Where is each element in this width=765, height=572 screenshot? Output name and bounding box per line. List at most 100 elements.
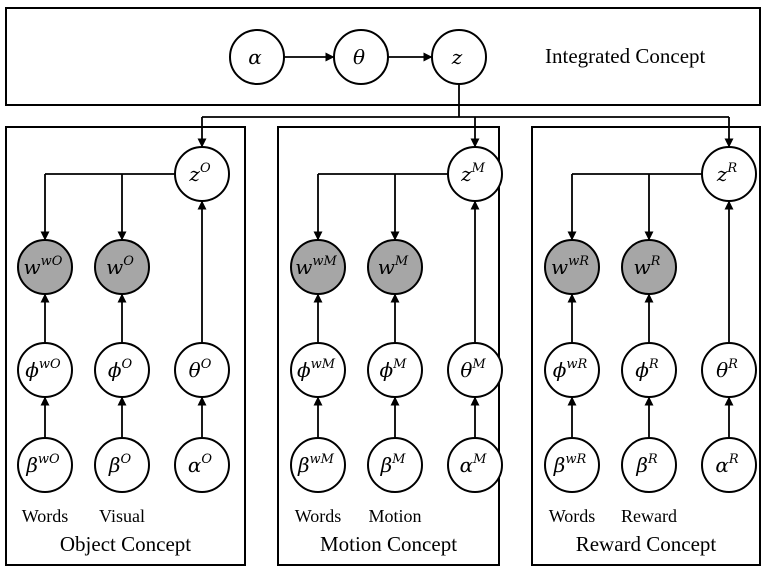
module-object-theta-node-label: θO (189, 357, 212, 382)
module-motion-z-node-circle (447, 146, 503, 202)
module-motion-alpha-node-label: αM (460, 452, 488, 477)
module-object-phiword-node-label: ϕwO (25, 357, 61, 382)
module-reward-z-node: zR (701, 146, 757, 202)
module-motion-caption-0: Words (295, 506, 342, 526)
module-reward-theta-node-base: θ (716, 358, 728, 382)
module-object-theta-node: θO (174, 342, 230, 398)
module-motion-z-node-superscript: M (471, 161, 486, 176)
module-object-phi-node-base: ϕ (108, 358, 122, 382)
module-reward-w-node-label: wR (634, 254, 661, 279)
integrated-theta-node: θ (333, 29, 389, 85)
module-motion-phiword-node-superscript: wM (311, 357, 336, 372)
module-motion-beta-node: βM (367, 437, 423, 493)
module-reward-betaword-node-label: βwR (553, 452, 587, 477)
module-object-theta-node-circle (174, 342, 230, 398)
module-motion-w-node-circle (367, 239, 423, 295)
module-reward-phi-node: ϕR (621, 342, 677, 398)
module-motion-wword-node-circle (290, 239, 346, 295)
module-motion-phi-node-circle (367, 342, 423, 398)
module-object-theta-node-superscript: O (201, 357, 212, 372)
module-object-betaword-node: βwO (17, 437, 73, 493)
integrated-z-node-base: z (451, 45, 463, 69)
integrated-concept-box (5, 7, 761, 106)
module-motion-phi-node: ϕM (367, 342, 423, 398)
module-reward-caption-0: Words (549, 506, 596, 526)
module-object-alpha-node-superscript: O (201, 452, 212, 467)
module-reward-wword-node-superscript: wR (568, 254, 589, 269)
module-object-beta-node-circle (94, 437, 150, 493)
module-motion-beta-node-base: β (380, 453, 393, 477)
module-motion-phi-node-superscript: M (392, 357, 407, 372)
module-motion-wword-node-label: wwM (295, 254, 337, 279)
module-motion-phi-node-label: ϕM (380, 357, 408, 382)
module-object-w-node-label: wO (106, 254, 134, 279)
module-motion-z-node-label: zM (460, 161, 486, 186)
module-object-caption-0: Words (22, 506, 69, 526)
module-reward-phi-node-circle (621, 342, 677, 398)
module-object-wword-node-circle (17, 239, 73, 295)
module-object-alpha-node-circle (174, 437, 230, 493)
module-motion-beta-node-label: βM (380, 452, 407, 477)
integrated-alpha-node: α (229, 29, 285, 85)
module-motion-betaword-node-circle (290, 437, 346, 493)
module-reward-caption-1: Reward (621, 506, 677, 526)
module-reward-title: Reward Concept (576, 532, 717, 556)
module-motion-phiword-node-label: ϕwM (297, 357, 336, 382)
module-reward-w-node: wR (621, 239, 677, 295)
module-object-betaword-node-base: β (25, 453, 38, 477)
module-motion-wword-node-superscript: wM (312, 254, 337, 269)
module-object-z-node-label: zO (188, 161, 211, 186)
module-reward-phiword-node: ϕwR (544, 342, 600, 398)
module-motion-phi-node-base: ϕ (380, 358, 394, 382)
module-reward-w-node-circle (621, 239, 677, 295)
module-object-theta-node-base: θ (189, 358, 201, 382)
module-reward-beta-node-label: βR (635, 452, 658, 477)
module-object-w-node-superscript: O (123, 254, 134, 269)
module-motion-theta-node: θM (447, 342, 503, 398)
module-motion-title: Motion Concept (320, 532, 457, 556)
module-object-wword-node-label: wwO (24, 254, 63, 279)
module-object-phi-node-circle (94, 342, 150, 398)
module-motion-betaword-node-superscript: wM (310, 452, 335, 467)
module-object-w-node-circle (94, 239, 150, 295)
module-motion-phiword-node-circle (290, 342, 346, 398)
module-object-phiword-node-base: ϕ (25, 358, 39, 382)
integrated-z-node-label: z (451, 45, 463, 69)
module-reward-beta-node-base: β (635, 453, 648, 477)
module-reward-phi-node-base: ϕ (635, 358, 649, 382)
module-reward-wword-node: wwR (544, 239, 600, 295)
module-object-phi-node-label: ϕO (108, 357, 133, 382)
module-motion-theta-node-circle (447, 342, 503, 398)
module-reward-alpha-node-superscript: R (728, 452, 739, 467)
module-object-z-node-base: z (188, 162, 200, 186)
module-motion-theta-node-superscript: M (471, 357, 486, 372)
module-reward-z-node-base: z (716, 162, 728, 186)
module-object-beta-node-base: β (108, 453, 121, 477)
module-motion-z-node-base: z (460, 162, 472, 186)
module-reward-beta-node-circle (621, 437, 677, 493)
module-reward-theta-node-superscript: R (727, 357, 738, 372)
module-reward-wword-node-circle (544, 239, 600, 295)
module-reward-betaword-node: βwR (544, 437, 600, 493)
module-object-caption-1: Visual (99, 506, 145, 526)
module-reward-alpha-node-circle (701, 437, 757, 493)
module-motion-wword-node: wwM (290, 239, 346, 295)
module-motion-alpha-node: αM (447, 437, 503, 493)
module-object-alpha-node-label: αO (188, 452, 213, 477)
module-object-beta-node-label: βO (108, 452, 132, 477)
module-motion-alpha-node-superscript: M (472, 452, 487, 467)
module-reward-alpha-node: αR (701, 437, 757, 493)
module-object-beta-node-superscript: O (120, 452, 131, 467)
module-object-betaword-node-superscript: wO (38, 452, 60, 467)
module-reward-betaword-node-circle (544, 437, 600, 493)
integrated-alpha-node-base: α (248, 45, 262, 69)
module-object-phiword-node: ϕwO (17, 342, 73, 398)
module-object-box (5, 126, 246, 566)
module-object-phiword-node-superscript: wO (39, 357, 61, 372)
module-object-title: Object Concept (60, 532, 191, 556)
integrated-theta-node-label: θ (353, 45, 365, 69)
module-reward-phiword-node-superscript: wR (566, 357, 587, 372)
